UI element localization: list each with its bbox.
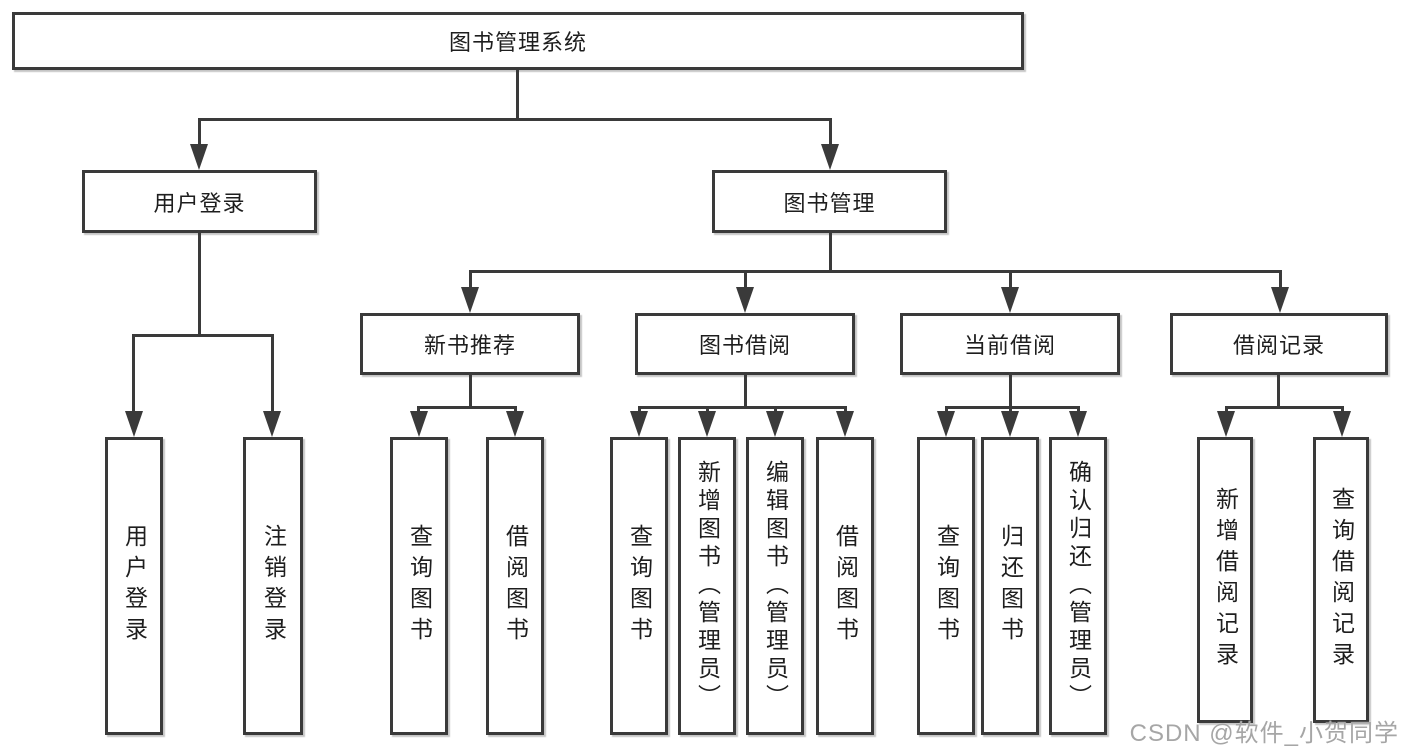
- node-new-book-rec: 新书推荐: [360, 313, 580, 375]
- node-book-mgmt-label: 图书管理: [783, 190, 876, 216]
- leaf-current-query: 查询图书: [917, 437, 975, 735]
- node-book-mgmt: 图书管理: [712, 170, 947, 233]
- connector-current-borrow-rail: [945, 406, 1079, 409]
- connector-new-book-stub: [469, 375, 472, 409]
- arrow-down-icon: [263, 411, 281, 437]
- arrow-down-icon: [698, 411, 716, 437]
- arrow-down-icon: [937, 411, 955, 437]
- connector-book-mgmt-stub: [829, 233, 832, 272]
- arrow-down-icon: [506, 411, 524, 437]
- leaf-borrow-edit-admin-label: 编辑图书（管理员）: [762, 460, 789, 712]
- connector-leaf-drop: [1341, 406, 1344, 415]
- arrow-down-icon: [1217, 411, 1235, 437]
- leaf-records-query-label: 查询借阅记录: [1328, 487, 1355, 673]
- node-user-login: 用户登录: [82, 170, 317, 233]
- connector-book-borrow-rail: [638, 406, 847, 409]
- leaf-borrow-add-admin: 新增图书（管理员）: [678, 437, 736, 735]
- arrow-down-icon: [1069, 411, 1087, 437]
- node-user-login-label: 用户登录: [153, 190, 246, 216]
- node-current-borrow: 当前借阅: [900, 313, 1120, 375]
- leaf-current-return: 归还图书: [981, 437, 1039, 735]
- connector-new-book-rail: [417, 406, 517, 409]
- connector-user-login-drop: [198, 118, 201, 146]
- leaf-current-confirm-admin-label: 确认归还（管理员）: [1065, 460, 1092, 712]
- connector-level3-drop: [1009, 270, 1012, 288]
- connector-leaf-drop: [271, 334, 274, 412]
- connector-leaf-drop: [132, 334, 135, 412]
- connector-book-mgmt-drop: [829, 118, 832, 146]
- node-borrow-records-label: 借阅记录: [1232, 333, 1325, 358]
- arrow-down-icon: [1001, 411, 1019, 437]
- connector-user-login-stub: [198, 233, 201, 337]
- arrow-down-icon: [736, 287, 754, 313]
- connector-current-borrow-stub: [1009, 375, 1012, 409]
- connector-borrow-records-rail: [1225, 406, 1344, 409]
- arrow-down-icon: [630, 411, 648, 437]
- connector-leaf-drop: [945, 406, 948, 415]
- leaf-current-return-label: 归还图书: [997, 524, 1024, 648]
- leaf-borrow-query-label: 查询图书: [626, 524, 653, 648]
- node-current-borrow-label: 当前借阅: [963, 333, 1056, 358]
- arrow-down-icon: [1333, 411, 1351, 437]
- connector-book-borrow-stub: [744, 375, 747, 409]
- leaf-user-login: 用户登录: [105, 437, 163, 735]
- leaf-logout-label: 注销登录: [260, 524, 287, 648]
- connector-leaf-drop: [417, 406, 420, 415]
- leaf-borrow-borrow-label: 借阅图书: [832, 524, 859, 648]
- connector-root-stub: [516, 70, 519, 120]
- connector-borrow-records-stub: [1277, 375, 1280, 409]
- node-root: 图书管理系统: [12, 12, 1024, 70]
- connector-user-leaves-rail: [132, 334, 274, 337]
- node-book-borrow-label: 图书借阅: [698, 333, 791, 358]
- leaf-current-confirm-admin: 确认归还（管理员）: [1049, 437, 1107, 735]
- leaf-user-login-label: 用户登录: [121, 524, 148, 648]
- leaf-records-add: 新增借阅记录: [1197, 437, 1253, 723]
- connector-level2-rail: [198, 118, 832, 121]
- arrow-down-icon: [410, 411, 428, 437]
- leaf-borrow-add-admin-label: 新增图书（管理员）: [694, 460, 721, 712]
- node-new-book-rec-label: 新书推荐: [423, 333, 516, 358]
- connector-leaf-drop: [1009, 406, 1012, 415]
- arrow-down-icon: [190, 144, 208, 170]
- connector-leaf-drop: [844, 406, 847, 415]
- connector-level3-drop: [1279, 270, 1282, 288]
- arrow-down-icon: [461, 287, 479, 313]
- connector-level3-rail: [469, 270, 1282, 273]
- leaf-borrow-borrow: 借阅图书: [816, 437, 874, 735]
- leaf-borrow-edit-admin: 编辑图书（管理员）: [746, 437, 804, 735]
- leaf-current-query-label: 查询图书: [933, 524, 960, 648]
- leaf-borrow-query: 查询图书: [610, 437, 668, 735]
- arrow-down-icon: [821, 144, 839, 170]
- arrow-down-icon: [766, 411, 784, 437]
- connector-leaf-drop: [1077, 406, 1080, 415]
- node-borrow-records: 借阅记录: [1170, 313, 1388, 375]
- leaf-newbook-query-label: 查询图书: [406, 524, 433, 648]
- leaf-records-add-label: 新增借阅记录: [1212, 487, 1239, 673]
- leaf-newbook-query: 查询图书: [390, 437, 448, 735]
- connector-leaf-drop: [1225, 406, 1228, 415]
- connector-level3-drop: [744, 270, 747, 288]
- connector-level3-drop: [469, 270, 472, 288]
- leaf-logout: 注销登录: [243, 437, 303, 735]
- csdn-watermark: CSDN @软件_小贺同学: [1129, 720, 1399, 747]
- arrow-down-icon: [836, 411, 854, 437]
- node-root-label: 图书管理系统: [448, 30, 587, 55]
- connector-leaf-drop: [514, 406, 517, 415]
- leaf-newbook-borrow: 借阅图书: [486, 437, 544, 735]
- connector-leaf-drop: [774, 406, 777, 415]
- connector-leaf-drop: [706, 406, 709, 415]
- arrow-down-icon: [125, 411, 143, 437]
- arrow-down-icon: [1271, 287, 1289, 313]
- node-book-borrow: 图书借阅: [635, 313, 855, 375]
- arrow-down-icon: [1001, 287, 1019, 313]
- leaf-records-query: 查询借阅记录: [1313, 437, 1369, 723]
- connector-leaf-drop: [638, 406, 641, 415]
- leaf-newbook-borrow-label: 借阅图书: [502, 524, 529, 648]
